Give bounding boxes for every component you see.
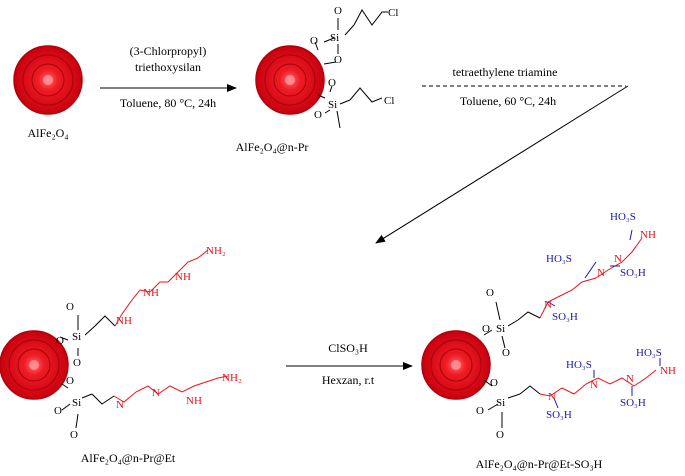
silane-linker-upper: O Si O O Cl [310,5,398,66]
step3-reagent: ClSO₃H [328,341,368,355]
svg-text:NH: NH [175,271,191,283]
svg-text:Si: Si [496,397,505,409]
svg-text:SO₃H: SO₃H [552,311,578,323]
step2-conditions: Toluene, 60 °C, 24h [460,94,556,108]
svg-text:O: O [482,323,490,335]
svg-text:N: N [116,399,124,411]
svg-text:NH₂: NH₂ [206,245,226,257]
svg-text:O: O [310,35,318,47]
svg-text:Si: Si [330,32,339,44]
svg-text:N: N [544,299,552,311]
svg-text:HO₃S: HO₃S [610,211,636,223]
svg-text:NH: NH [186,395,202,407]
step1-reagent-line2: triethoxysilan [135,60,201,74]
svg-text:NH₂: NH₂ [222,372,242,384]
svg-text:O: O [73,357,81,369]
compound-label-alfe2o4-npr-et: AlFe₂O₄@n-Pr@Et [81,451,176,465]
svg-text:SO₃H: SO₃H [546,409,572,421]
svg-text:Cl: Cl [388,7,398,19]
reaction-arrow-2-diagonal [375,85,629,244]
svg-text:NH: NH [660,365,676,377]
svg-text:O: O [328,77,336,89]
particle-alfe2o4-npr-et-so3h [421,330,491,400]
svg-text:Si: Si [72,331,81,343]
silane-linker-lower: O Si O Cl [314,77,394,129]
svg-text:N: N [590,379,598,391]
svg-text:O: O [334,5,342,17]
svg-text:O: O [56,335,64,347]
svg-text:O: O [314,109,322,121]
svg-text:Cl: Cl [384,95,394,107]
svg-text:HO₃S: HO₃S [566,359,592,371]
svg-text:O: O [334,54,342,66]
step3-conditions: Hexzan, r.t [322,373,375,387]
step1-reagent-line1: (3-Chlorpropyl) [130,44,207,58]
sulfonated-chain-lower: O Si O O N SO₃H N HO₃S N SO₃H NH HO₃S [476,347,676,441]
svg-text:HO₃S: HO₃S [546,253,572,265]
svg-text:N: N [614,253,622,265]
sulfonated-chain-upper: O O Si O N SO₃H N HO₃S N SO₃H NH HO₃S [482,211,656,359]
step2-reagent: tetraethylene triamine [453,65,558,79]
compound-label-alfe2o4: AlFe₂O₄ [27,126,68,140]
svg-text:HO₃S: HO₃S [636,347,662,359]
svg-text:O: O [496,429,504,441]
svg-text:O: O [54,405,62,417]
svg-text:N: N [548,391,556,403]
compound-label-alfe2o4-npr-et-so3h: AlFe₂O₄@n-Pr@Et-SO₃H [476,457,603,471]
svg-text:SO₃H: SO₃H [620,267,646,279]
svg-text:NH: NH [143,287,159,299]
svg-text:N: N [152,387,160,399]
svg-text:NH: NH [640,229,656,241]
svg-text:Si: Si [496,323,505,335]
svg-text:O: O [486,287,494,299]
svg-text:N: N [597,267,605,279]
svg-text:O: O [70,429,78,441]
compound-label-alfe2o4-npr: AlFe₂O₄@n-Pr [236,140,309,154]
svg-text:O: O [490,377,498,389]
particle-alfe2o4 [13,45,83,115]
particle-alfe2o4-npr [255,45,325,115]
svg-text:Si: Si [328,99,337,111]
svg-text:O: O [476,405,484,417]
svg-text:SO₃H: SO₃H [620,397,646,409]
amine-chain-lower: O Si O O N N NH NH₂ [54,372,242,441]
svg-text:NH: NH [116,315,132,327]
step1-conditions: Toluene, 80 °C, 24h [120,96,216,110]
svg-text:O: O [66,301,74,313]
particle-alfe2o4-npr-et [0,330,69,400]
svg-text:N: N [626,373,634,385]
svg-text:Si: Si [72,397,81,409]
svg-text:O: O [66,375,74,387]
amine-chain-upper: O Si O O NH NH NH NH₂ [56,245,226,369]
svg-text:O: O [502,347,510,359]
